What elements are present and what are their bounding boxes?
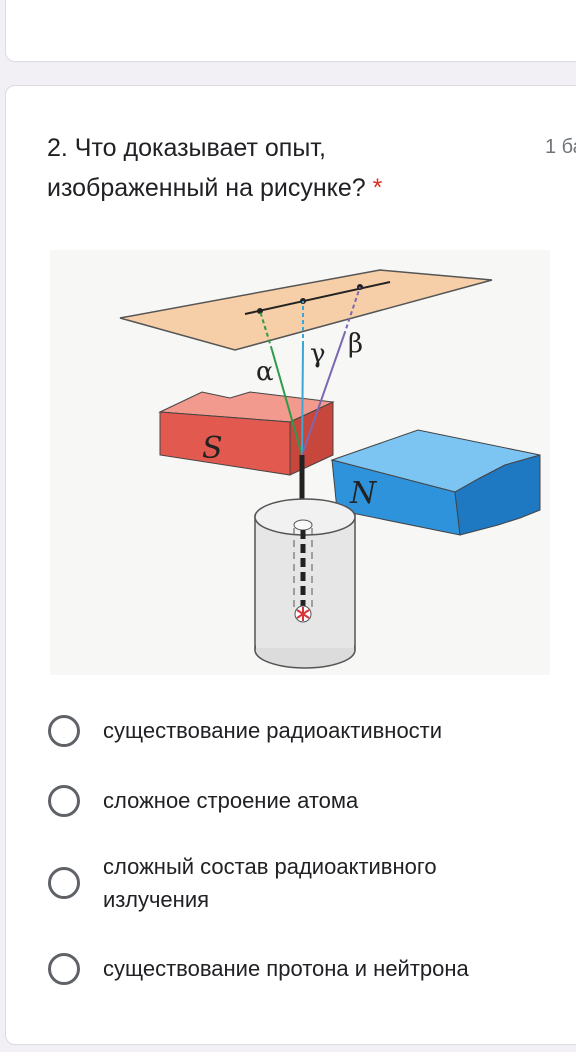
plate-track-line <box>244 281 391 315</box>
magnet-s-front <box>159 411 291 476</box>
alpha-label: α <box>256 357 274 387</box>
points-label: 1 ба <box>545 136 576 158</box>
experiment-figure: α γ β S N <box>50 250 550 675</box>
option-1[interactable]: существование радиоактивности <box>48 714 548 747</box>
photo-plate <box>119 269 493 351</box>
required-marker: * <box>372 174 383 202</box>
question-title: 2. Что доказывает опыт, изображенный на … <box>47 128 447 208</box>
channel-opening <box>293 519 313 531</box>
beta-ray <box>301 334 345 456</box>
magnet-n-side <box>454 454 541 536</box>
radio-button-icon[interactable] <box>48 952 80 985</box>
option-label: сложный состав радиоактивного излучения <box>103 854 437 912</box>
radio-button-icon[interactable] <box>48 867 80 899</box>
beta-ray-dashed <box>343 286 361 336</box>
magnet-n-label: N <box>349 476 378 511</box>
radio-button-icon[interactable] <box>48 714 80 747</box>
option-label: существование радиоактивности <box>103 718 443 743</box>
beta-label: β <box>348 329 363 359</box>
option-2[interactable]: сложное строение атома <box>48 784 548 817</box>
option-3[interactable]: сложный состав радиоактивного излучения <box>48 850 548 916</box>
option-4[interactable]: существование протона и нейтрона <box>48 952 548 985</box>
radio-button-icon[interactable] <box>48 784 80 817</box>
magnet-s-label: S <box>202 431 223 466</box>
question-text: 2. Что доказывает опыт, изображенный на … <box>47 134 366 202</box>
radioactive-source-star-icon <box>296 607 310 621</box>
option-label: сложное строение атома <box>103 788 359 813</box>
experiment-illustration: α γ β S N <box>119 269 541 669</box>
gamma-label: γ <box>310 339 326 369</box>
previous-question-card <box>5 0 576 62</box>
option-label: существование протона и нейтрона <box>103 956 469 981</box>
alpha-ray <box>271 349 303 456</box>
gamma-ray <box>301 344 304 456</box>
